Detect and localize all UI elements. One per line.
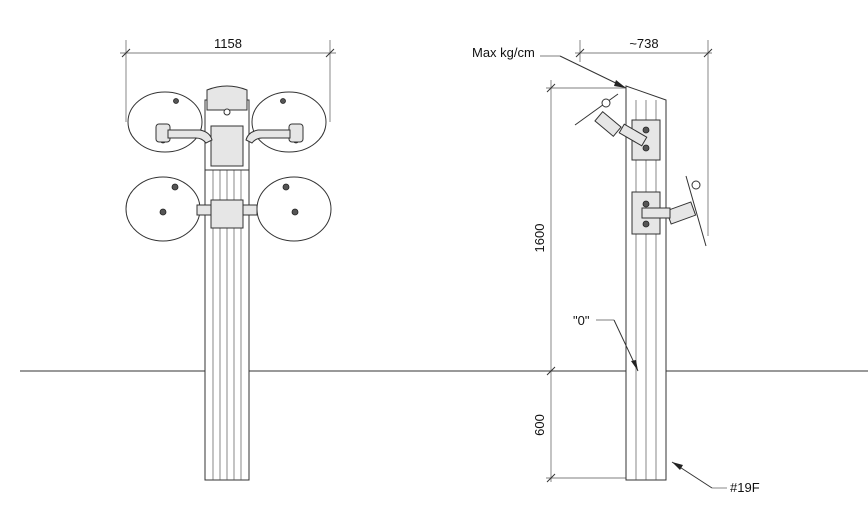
front-upper-pedals <box>127 91 327 153</box>
footing-callout: #19F <box>671 461 760 495</box>
upper-bracket <box>210 125 244 167</box>
side-depth-label: ~738 <box>629 36 658 51</box>
side-post <box>625 85 667 481</box>
zero-label: "0" <box>573 313 590 328</box>
front-width-dimension: 1158 <box>120 36 336 122</box>
front-post <box>204 85 250 481</box>
side-lower-pedal <box>641 175 707 247</box>
front-width-label: 1158 <box>214 36 242 51</box>
lower-bracket <box>210 199 244 229</box>
front-view: 1158 <box>120 36 336 481</box>
footing-label: #19F <box>730 480 760 495</box>
zero-callout: "0" <box>573 313 639 372</box>
post-cap <box>206 85 248 111</box>
side-depth-dimension: ~738 <box>575 36 713 236</box>
vertical-dimension: 1600 600 <box>532 80 626 483</box>
side-upper-pedal <box>574 93 648 147</box>
height-label: 1600 <box>532 224 547 253</box>
max-load-callout: Max kg/cm <box>472 45 627 89</box>
depth-label: 600 <box>532 414 547 436</box>
side-view: ~738 Max kg/cm 1600 600 <box>472 36 760 495</box>
front-lower-pedals <box>125 176 332 242</box>
max-load-label: Max kg/cm <box>472 45 535 60</box>
